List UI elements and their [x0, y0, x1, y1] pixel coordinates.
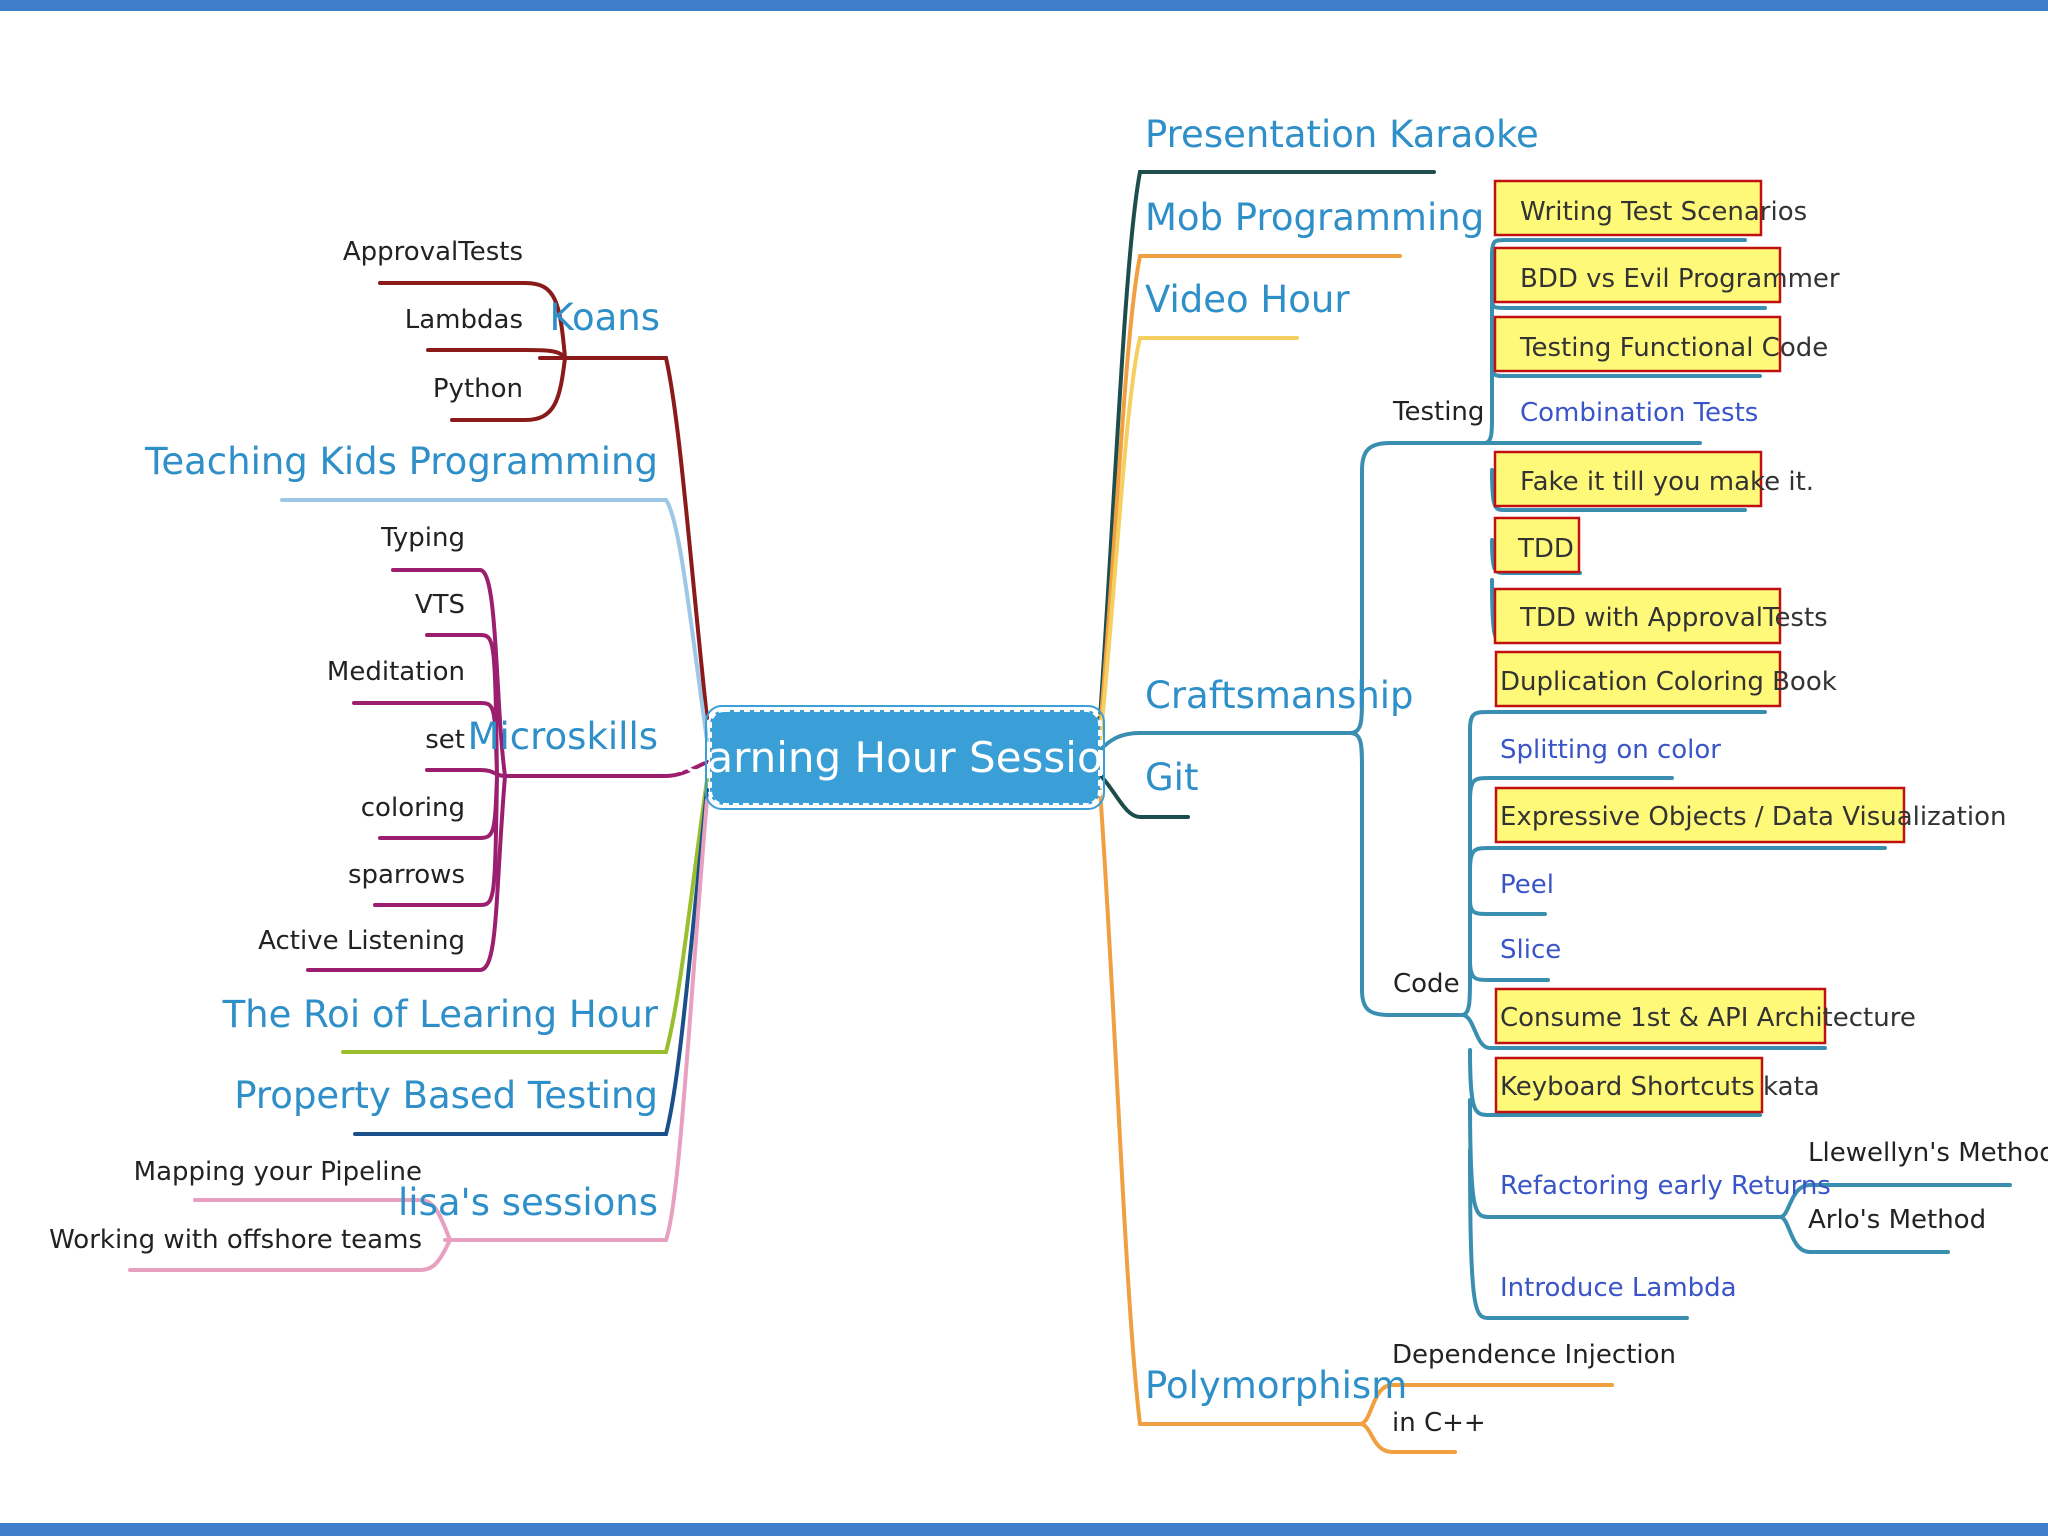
center-node[interactable]: Learning Hour Sessions [659, 705, 1151, 810]
koans-item-lambdas[interactable]: Lambdas [405, 305, 523, 335]
lisa-connector [443, 798, 709, 1242]
microskills-item-sparrows[interactable]: sparrows [348, 860, 465, 890]
topic-karaoke[interactable]: Presentation Karaoke [1145, 113, 1539, 156]
code-item-splitting-on-color[interactable]: Splitting on color [1500, 735, 1721, 765]
svg-text:Fake it till you make it.: Fake it till you make it. [1520, 467, 1814, 497]
refactoring-item-llewellyn[interactable]: Llewellyn's Methods [1808, 1138, 2048, 1168]
svg-text:TDD: TDD [1517, 534, 1574, 564]
code-item-peel[interactable]: Peel [1500, 870, 1554, 900]
refactoring-branch [1778, 1183, 2012, 1254]
svg-text:BDD vs Evil Programmer: BDD vs Evil Programmer [1520, 264, 1840, 294]
polymorphism-item-cpp[interactable]: in C++ [1392, 1408, 1486, 1438]
microskills-branch [306, 568, 507, 972]
microskills-item-typing[interactable]: Typing [380, 523, 465, 553]
code-item-refactoring-early-returns[interactable]: Refactoring early Returns [1500, 1171, 1831, 1201]
connectors [128, 170, 2012, 1454]
microskills-item-meditation[interactable]: Meditation [327, 657, 465, 687]
svg-text:Keyboard Shortcuts kata: Keyboard Shortcuts kata [1500, 1072, 1820, 1102]
testing-item-bdd-vs-evil[interactable]: BDD vs Evil Programmer [1493, 246, 1840, 304]
testing-item-writing-test-scenarios[interactable]: Writing Test Scenarios [1493, 179, 1807, 237]
roi-connector [341, 778, 709, 1054]
center-title: Learning Hour Sessions [659, 733, 1151, 782]
subtopic-code[interactable]: Code [1393, 969, 1460, 999]
svg-text:Duplication Coloring Book: Duplication Coloring Book [1500, 667, 1837, 697]
code-item-consume-first[interactable]: Consume 1st & API Architecture [1494, 987, 1916, 1045]
topic-polymorphism[interactable]: Polymorphism [1145, 1364, 1407, 1407]
lisa-branch [128, 1198, 452, 1272]
topic-craftsmanship[interactable]: Craftsmanship [1145, 674, 1414, 717]
microskills-item-coloring[interactable]: coloring [361, 793, 465, 823]
code-item-slice[interactable]: Slice [1500, 935, 1561, 965]
code-branch [1460, 710, 1887, 1320]
testing-item-combination-tests[interactable]: Combination Tests [1520, 398, 1758, 428]
topic-lisa[interactable]: lisa's sessions [398, 1181, 658, 1224]
topic-koans[interactable]: Koans [550, 296, 660, 339]
polymorphism-branch [1358, 1383, 1614, 1454]
bottom-frame-bar [0, 1523, 2048, 1536]
microskills-item-set[interactable]: set [425, 725, 465, 755]
topic-roi[interactable]: The Roi of Learing Hour [222, 993, 659, 1036]
svg-text:Consume 1st & API Architecture: Consume 1st & API Architecture [1500, 1003, 1916, 1033]
svg-text:Expressive Objects / Data Visu: Expressive Objects / Data Visualization [1500, 802, 2006, 832]
code-item-keyboard-shortcuts[interactable]: Keyboard Shortcuts kata [1494, 1056, 1820, 1114]
svg-text:TDD with ApprovalTests: TDD with ApprovalTests [1519, 603, 1828, 633]
lisa-item-pipeline[interactable]: Mapping your Pipeline [134, 1157, 422, 1187]
lisa-item-offshore[interactable]: Working with offshore teams [49, 1225, 422, 1255]
koans-connector [538, 356, 709, 720]
testing-item-tdd[interactable]: TDD [1493, 516, 1581, 574]
topic-mob[interactable]: Mob Programming [1145, 196, 1484, 239]
koans-item-python[interactable]: Python [433, 374, 523, 404]
topic-microskills[interactable]: Microskills [468, 715, 658, 758]
polymorphism-item-dependence-injection[interactable]: Dependence Injection [1392, 1340, 1676, 1370]
code-item-introduce-lambda[interactable]: Introduce Lambda [1500, 1273, 1737, 1303]
koans-branch [378, 281, 567, 422]
koans-item-approvaltests[interactable]: ApprovalTests [343, 237, 523, 267]
code-item-duplication-coloring[interactable]: Duplication Coloring Book [1494, 650, 1837, 708]
video-connector [1098, 336, 1299, 744]
mob-connector [1098, 254, 1402, 732]
property-based-connector [353, 788, 709, 1136]
refactoring-item-arlo[interactable]: Arlo's Method [1808, 1205, 1986, 1235]
karaoke-connector [1098, 170, 1436, 720]
testing-item-fake-it[interactable]: Fake it till you make it. [1493, 450, 1814, 508]
testing-item-tdd-approvaltests[interactable]: TDD with ApprovalTests [1493, 587, 1828, 645]
microskills-item-vts[interactable]: VTS [415, 590, 465, 620]
code-item-expressive-objects[interactable]: Expressive Objects / Data Visualization [1494, 786, 2006, 844]
topic-teaching-kids[interactable]: Teaching Kids Programming [144, 440, 658, 483]
polymorphism-connector [1098, 788, 1362, 1426]
teaching-kids-connector [280, 498, 709, 742]
topic-video[interactable]: Video Hour [1145, 278, 1350, 321]
microskills-connector [503, 760, 709, 778]
topic-property-based[interactable]: Property Based Testing [234, 1074, 658, 1117]
testing-item-functional-code[interactable]: Testing Functional Code [1493, 315, 1828, 373]
microskills-item-active-listening[interactable]: Active Listening [258, 926, 465, 956]
topic-git[interactable]: Git [1145, 756, 1198, 799]
top-frame-bar [0, 0, 2048, 11]
svg-text:Testing Functional Code: Testing Functional Code [1519, 333, 1828, 363]
craftsmanship-branch [1348, 441, 1487, 1017]
subtopic-testing[interactable]: Testing [1392, 397, 1484, 427]
svg-text:Writing Test Scenarios: Writing Test Scenarios [1520, 197, 1807, 227]
